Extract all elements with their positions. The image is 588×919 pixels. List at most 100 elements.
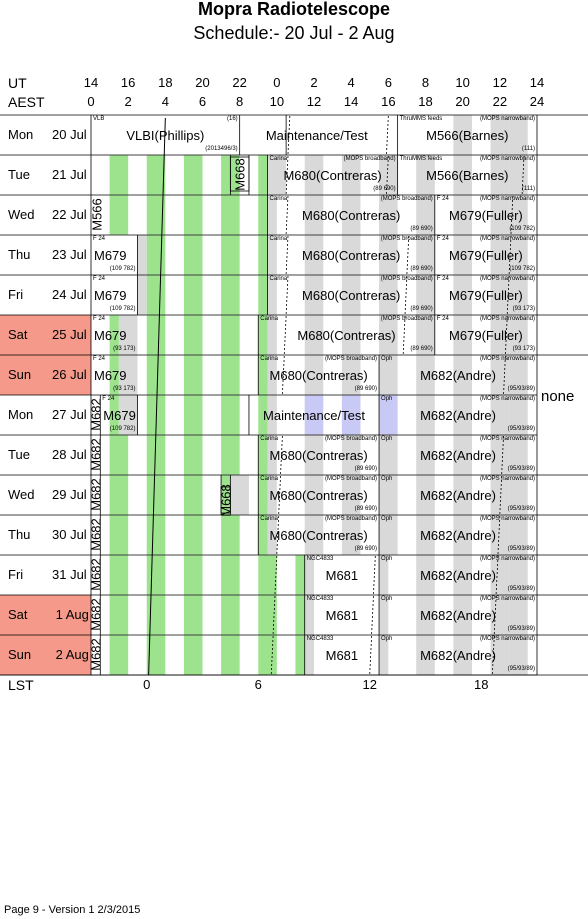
aest-tick: 6	[198, 94, 207, 109]
hour-band	[341, 235, 361, 275]
frequency-label: (89 690)	[354, 466, 378, 472]
hour-band	[109, 555, 129, 595]
ut-tick: 20	[195, 75, 210, 90]
source-label: F 24	[436, 236, 449, 242]
hour-band	[109, 155, 129, 195]
hour-band	[379, 515, 398, 555]
hour-band	[304, 435, 324, 475]
ut-tick: 0	[273, 75, 281, 90]
hour-band	[258, 355, 268, 395]
hour-band	[267, 515, 277, 555]
project-label: M682(Andre)	[420, 448, 496, 463]
hour-band	[258, 475, 268, 515]
hour-band	[416, 195, 435, 235]
source-label: F 24	[93, 316, 106, 322]
hour-band	[509, 195, 528, 235]
hour-band	[453, 395, 472, 435]
project-label: M680(Contreras)	[269, 488, 368, 503]
hour-band	[341, 435, 361, 475]
hour-band	[183, 515, 203, 555]
backend-label: (MOPS narrowband)	[479, 116, 535, 122]
hour-band	[509, 555, 528, 595]
project-code-vertical: M682	[88, 558, 104, 591]
ut-tick: 6	[384, 75, 392, 90]
frequency-label: (89 690)	[354, 546, 378, 552]
source-label: F 24	[436, 316, 449, 322]
hour-band	[304, 395, 324, 435]
hour-band	[304, 155, 324, 195]
project-label: M682(Andre)	[420, 608, 496, 623]
ut-tick: 12	[492, 75, 508, 90]
ut-tick: 18	[158, 75, 173, 90]
hour-band	[490, 515, 510, 555]
hour-band	[109, 475, 129, 515]
hour-band	[118, 395, 138, 435]
hour-band	[304, 515, 324, 555]
day-name: Tue	[8, 167, 30, 182]
day-name: Sun	[8, 647, 32, 662]
hour-band	[509, 315, 528, 355]
hour-band	[490, 315, 510, 355]
hour-band	[416, 235, 435, 275]
hour-band	[341, 195, 361, 235]
hour-band	[509, 115, 528, 155]
frequency-label: (89 690)	[410, 346, 433, 352]
hour-band	[267, 275, 277, 315]
day-name: Thu	[8, 527, 31, 542]
source-label: Oph	[381, 636, 393, 642]
backend-label: (MOPS narrowband)	[479, 316, 535, 322]
project-code-vertical: M566	[89, 198, 105, 231]
hour-band	[453, 635, 472, 675]
hour-band	[118, 355, 138, 395]
day-date: 29 Jul	[52, 487, 87, 502]
project-code-vertical: M682	[88, 438, 104, 471]
hour-band	[221, 635, 240, 675]
hour-band	[258, 595, 277, 635]
hour-band	[267, 315, 277, 355]
backend-label: (MOPS narrowband)	[479, 636, 535, 642]
hour-band	[295, 555, 305, 595]
frequency-label: (95/93/89)	[507, 506, 535, 512]
hour-band	[221, 235, 240, 275]
frequency-label: (95/93/89)	[507, 426, 535, 432]
project-label: M682(Andre)	[420, 648, 496, 663]
day-name: Sun	[8, 367, 32, 382]
day-date: 21 Jul	[52, 167, 87, 182]
backend-label: (MOPS narrowband)	[479, 516, 535, 522]
hour-band	[490, 475, 510, 515]
project-label: M679	[94, 288, 127, 303]
hour-band	[258, 395, 268, 435]
backend-label: (MOPS narrowband)	[479, 476, 535, 482]
lst-zero-line	[148, 117, 166, 676]
rise-set-line	[386, 115, 389, 155]
hour-band	[416, 635, 435, 675]
project-label: M679	[103, 408, 136, 423]
source-label: VLB	[93, 116, 105, 122]
project-label: M681	[325, 648, 359, 663]
hour-band	[258, 555, 277, 595]
hour-band	[453, 595, 472, 635]
hour-band	[341, 275, 361, 315]
source-label: Carina	[260, 516, 278, 522]
hour-band	[341, 155, 361, 195]
aest-tick: 16	[381, 94, 396, 109]
hour-band	[416, 475, 435, 515]
hour-band	[379, 315, 398, 355]
hour-band	[183, 635, 203, 675]
source-label: F 24	[93, 276, 106, 282]
hour-band	[453, 115, 472, 155]
ut-tick: 16	[120, 75, 136, 90]
hour-band	[509, 435, 528, 475]
hour-band	[258, 435, 268, 475]
project-label: M679	[94, 248, 127, 263]
hour-band	[416, 515, 435, 555]
hour-band	[183, 395, 203, 435]
aest-tick: 18	[418, 94, 433, 109]
ut-tick: 2	[310, 75, 318, 90]
source-label: F 24	[436, 196, 449, 202]
